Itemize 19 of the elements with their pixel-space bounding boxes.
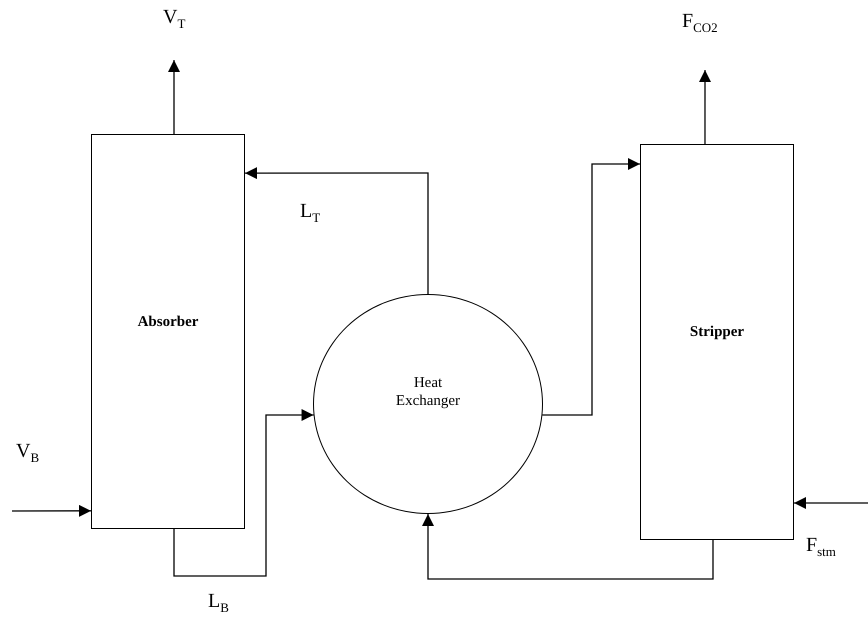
flow-arrow	[794, 497, 868, 509]
flow-arrow	[542, 158, 640, 416]
flow-arrow	[699, 70, 711, 144]
absorber-column-box	[91, 134, 245, 529]
stream-label: F$_{stm}$	[806, 534, 836, 561]
flow-arrow	[173, 409, 314, 577]
stream-label: V$_{T}$	[163, 6, 186, 33]
stream-label: L$_{B}$	[208, 590, 229, 617]
node-label: Heat Exchanger	[394, 374, 462, 410]
stream-label: L$_{T}$	[300, 200, 320, 227]
flow-arrow	[12, 504, 91, 517]
stripper-column-box	[640, 144, 794, 540]
flow-arrow	[245, 167, 429, 294]
column-label: Stripper	[690, 323, 744, 341]
column-label: Absorber	[138, 312, 198, 330]
stream-label: F$_{CO2}$	[682, 10, 718, 37]
flow-arrow	[168, 60, 180, 134]
flow-arrow	[422, 514, 714, 580]
stream-label: V$_{B}$	[16, 440, 40, 467]
